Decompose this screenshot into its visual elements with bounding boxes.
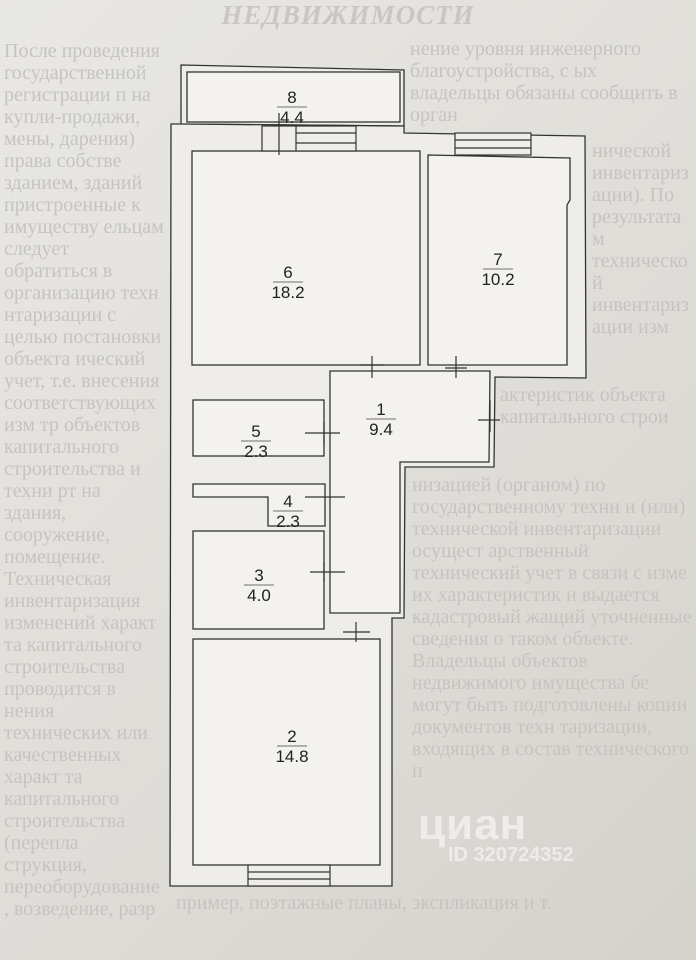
background-text-line: ельцам следует обратиться в организацию … bbox=[4, 216, 164, 304]
background-text-line: низацией (органом) по государственному т… bbox=[412, 474, 625, 518]
background-text-line: нтаризации с целью постановки объекта bbox=[4, 304, 162, 370]
background-text-line: После проведения государственной регистр… bbox=[4, 40, 160, 106]
background-text-line: нения технических или качественных харак… bbox=[4, 700, 148, 788]
background-text-area-bottom: пример, поэтажные планы, экспликация и т… bbox=[176, 892, 690, 958]
background-text-line: рт на здания, сооружение, помещение. bbox=[4, 480, 111, 568]
background-text-line: ых владельцы обязаны сообщить в орган bbox=[410, 60, 678, 126]
background-text-line: на купли-продажи, мены, дарения) права с… bbox=[4, 84, 151, 172]
watermark-brand: циан bbox=[418, 800, 528, 849]
background-text-line: Техническая инвентаризация изменений хар… bbox=[4, 568, 157, 634]
background-text-line: Владельцы объектов недвижимого имущества bbox=[412, 650, 631, 694]
background-text-area-right-mid: актеристик объекта капитального строи bbox=[500, 384, 692, 464]
page-heading: НЕДВИЖИМОСТИ bbox=[221, 0, 475, 30]
background-text-line: зданием, зданий пристроенные к имуществу bbox=[4, 172, 143, 238]
background-text-line: нение уровня инженерного благоустройства… bbox=[410, 38, 642, 82]
watermark: циан ID 320724352 bbox=[418, 800, 574, 867]
background-text-area-right-lower: низацией (органом) по государственному т… bbox=[412, 474, 692, 792]
background-text-area-top-right: нение уровня инженерного благоустройства… bbox=[410, 38, 692, 128]
background-text-line: тр объектов капитального строительства и… bbox=[4, 414, 141, 502]
background-text-area-left: После проведения государственной регистр… bbox=[4, 40, 164, 955]
background-text-line: та капитального строительства (перепла bbox=[4, 766, 125, 854]
background-text-line: актеристик объекта капитального строи bbox=[500, 384, 669, 428]
background-text-line: та капитального строительства проводится… bbox=[4, 634, 142, 700]
background-text-line: По результатам технической инвентаризаци… bbox=[592, 184, 689, 338]
background-text-line: нической инвентаризации). bbox=[592, 140, 689, 206]
background-text-area-right-strip: нической инвентаризации). По результатам… bbox=[592, 140, 692, 372]
background-text-line: струкция, переоборудование, возведение, … bbox=[4, 854, 160, 920]
watermark-id: ID 320724352 bbox=[448, 844, 574, 866]
background-text-line: пример, поэтажные планы, экспликация и т… bbox=[176, 892, 552, 914]
background-text-line: ический учет, т.е. внесения соответствую… bbox=[4, 348, 160, 436]
